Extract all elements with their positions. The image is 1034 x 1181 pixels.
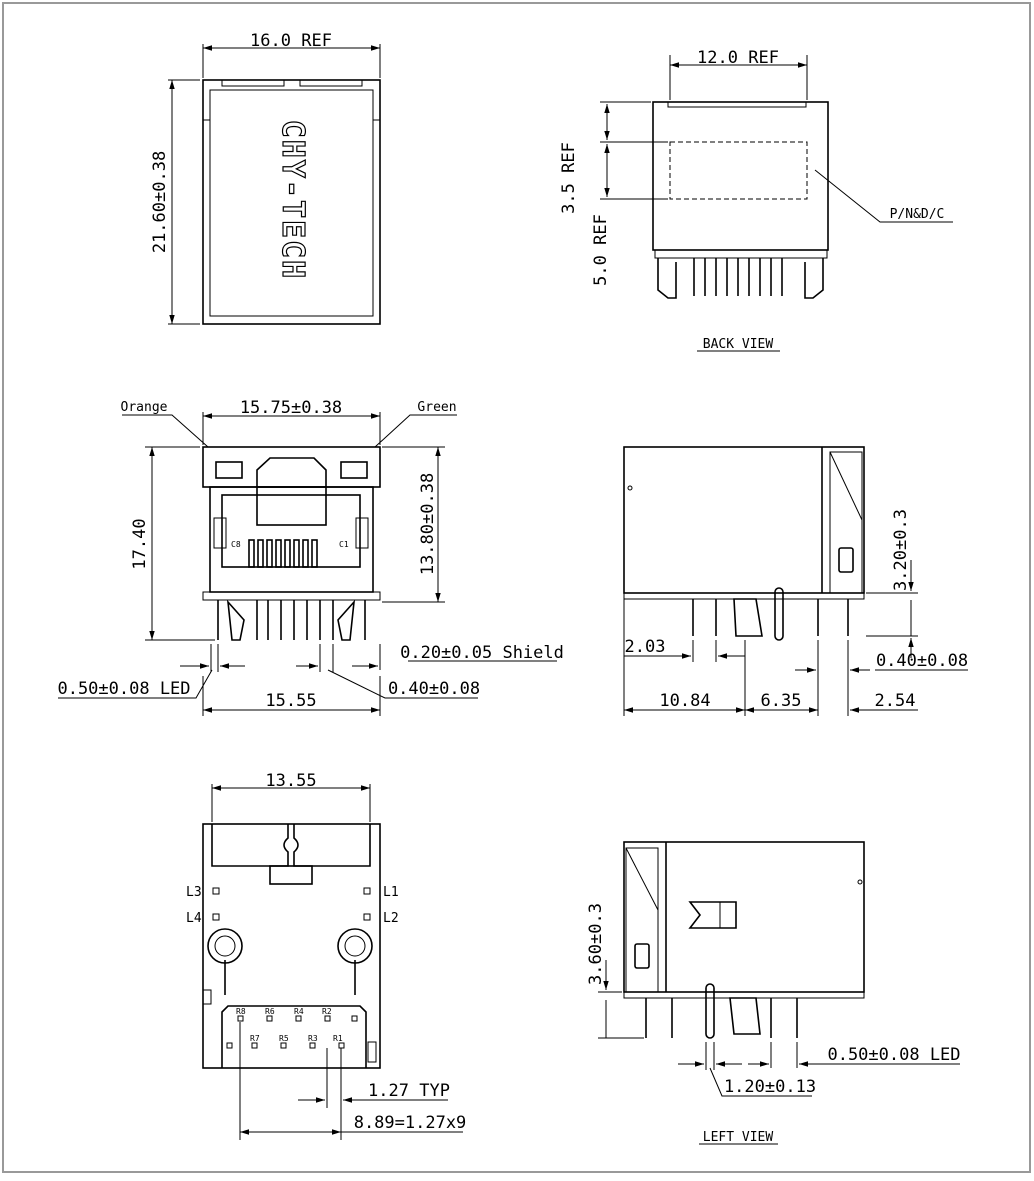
left-shield-dim: 1.20±0.13 — [724, 1077, 816, 1097]
pin-r1: R1 — [333, 1034, 343, 1043]
contact-c8: C8 — [231, 540, 241, 549]
pin-l3: L3 — [186, 885, 202, 900]
rj45-latch — [256, 486, 327, 526]
top-height-dim: 21.60±0.38 — [150, 151, 170, 253]
front-view: C8 C1 Orange Green 15.75±0.38 17.40 13.8… — [57, 398, 564, 716]
pin-r3: R3 — [308, 1034, 318, 1043]
pin-r4: R4 — [294, 1007, 304, 1016]
top-view-inner — [209, 89, 374, 317]
led-green-label: Green — [417, 400, 456, 415]
left-led-pin-dim: 0.50±0.08 LED — [827, 1045, 960, 1065]
bottom-view: L3 L4 L1 L2 R8 R6 R4 R2 R7 R5 R3 R1 13.5… — [186, 771, 466, 1140]
front-width-dim: 15.75±0.38 — [240, 398, 342, 418]
span-dim: 8.89=1.27x9 — [354, 1113, 467, 1133]
pin-l2: L2 — [383, 911, 399, 926]
left-view-caption: LEFT VIEW — [703, 1130, 774, 1145]
shield-pin-dim: 0.20±0.05 Shield — [400, 643, 564, 663]
front-inner-height-dim: 13.80±0.38 — [418, 473, 438, 575]
side-pin-dim: 0.40±0.08 — [876, 651, 968, 671]
pin-span-dim: 15.55 — [265, 691, 316, 711]
side-dim-a: 10.84 — [659, 691, 710, 711]
front-height-dim: 17.40 — [130, 518, 150, 569]
top-view-tab-right — [299, 79, 363, 87]
pin-l1: L1 — [383, 885, 399, 900]
left-view-body — [623, 841, 865, 993]
top-width-dim: 16.0 REF — [250, 31, 332, 51]
pin-r6: R6 — [265, 1007, 275, 1016]
side-shield-tab — [774, 587, 784, 641]
top-view-body — [202, 79, 381, 325]
signal-pin-dim: 0.40±0.08 — [388, 679, 480, 699]
pitch-dim: 1.27 TYP — [368, 1081, 450, 1101]
led-orange — [215, 461, 243, 479]
led-green — [340, 461, 368, 479]
pin-r5: R5 — [279, 1034, 289, 1043]
rj45-opening — [221, 494, 361, 568]
bottom-center-key — [269, 865, 313, 885]
side-dim-b: 6.35 — [761, 691, 802, 711]
side-dim-c: 2.54 — [875, 691, 916, 711]
left-view: 3.60±0.3 0.50±0.08 LED 1.20±0.13 LEFT VI… — [586, 841, 961, 1145]
led-orange-label: Orange — [121, 400, 168, 415]
back-view: 12.0 REF 3.5 REF 5.0 REF P/N&D/C BACK VI… — [559, 48, 953, 352]
contact-c1: C1 — [339, 540, 349, 549]
side-view: 3.20±0.3 2.03 0.40±0.08 10.84 6.35 2.54 — [623, 446, 968, 716]
back-label-width-dim: 12.0 REF — [697, 48, 779, 68]
side-height-dim: 3.20±0.3 — [891, 509, 911, 591]
top-view-tab-left — [221, 79, 285, 87]
side-offset-dim: 2.03 — [625, 637, 666, 657]
back-view-body — [652, 101, 829, 251]
left-height-dim: 3.60±0.3 — [586, 903, 606, 985]
part-label-callout: P/N&D/C — [890, 207, 945, 222]
top-view: 16.0 REF 21.60±0.38 CHY-TECH — [150, 31, 381, 325]
mount-post-left — [207, 928, 243, 964]
bottom-view-body — [202, 823, 381, 1069]
left-view-latch — [634, 943, 650, 969]
left-view-clip — [688, 901, 737, 929]
pin-l4: L4 — [186, 911, 202, 926]
bottom-width-dim: 13.55 — [265, 771, 316, 791]
back-view-caption: BACK VIEW — [703, 337, 774, 352]
pin-r8: R8 — [236, 1007, 246, 1016]
front-view-top-shield — [202, 446, 381, 488]
left-shield-tab — [705, 983, 715, 1039]
back-label-height-dim: 3.5 REF — [559, 142, 579, 214]
side-latch — [838, 547, 854, 573]
pin-r2: R2 — [322, 1007, 332, 1016]
pin-r7: R7 — [250, 1034, 260, 1043]
back-label-offset-dim: 5.0 REF — [591, 214, 611, 286]
side-view-body — [623, 446, 865, 594]
mount-post-right — [337, 928, 373, 964]
part-label-area — [669, 141, 808, 200]
led-pin-dim: 0.50±0.08 LED — [57, 679, 190, 699]
brand-marking: CHY-TECH — [275, 120, 310, 281]
